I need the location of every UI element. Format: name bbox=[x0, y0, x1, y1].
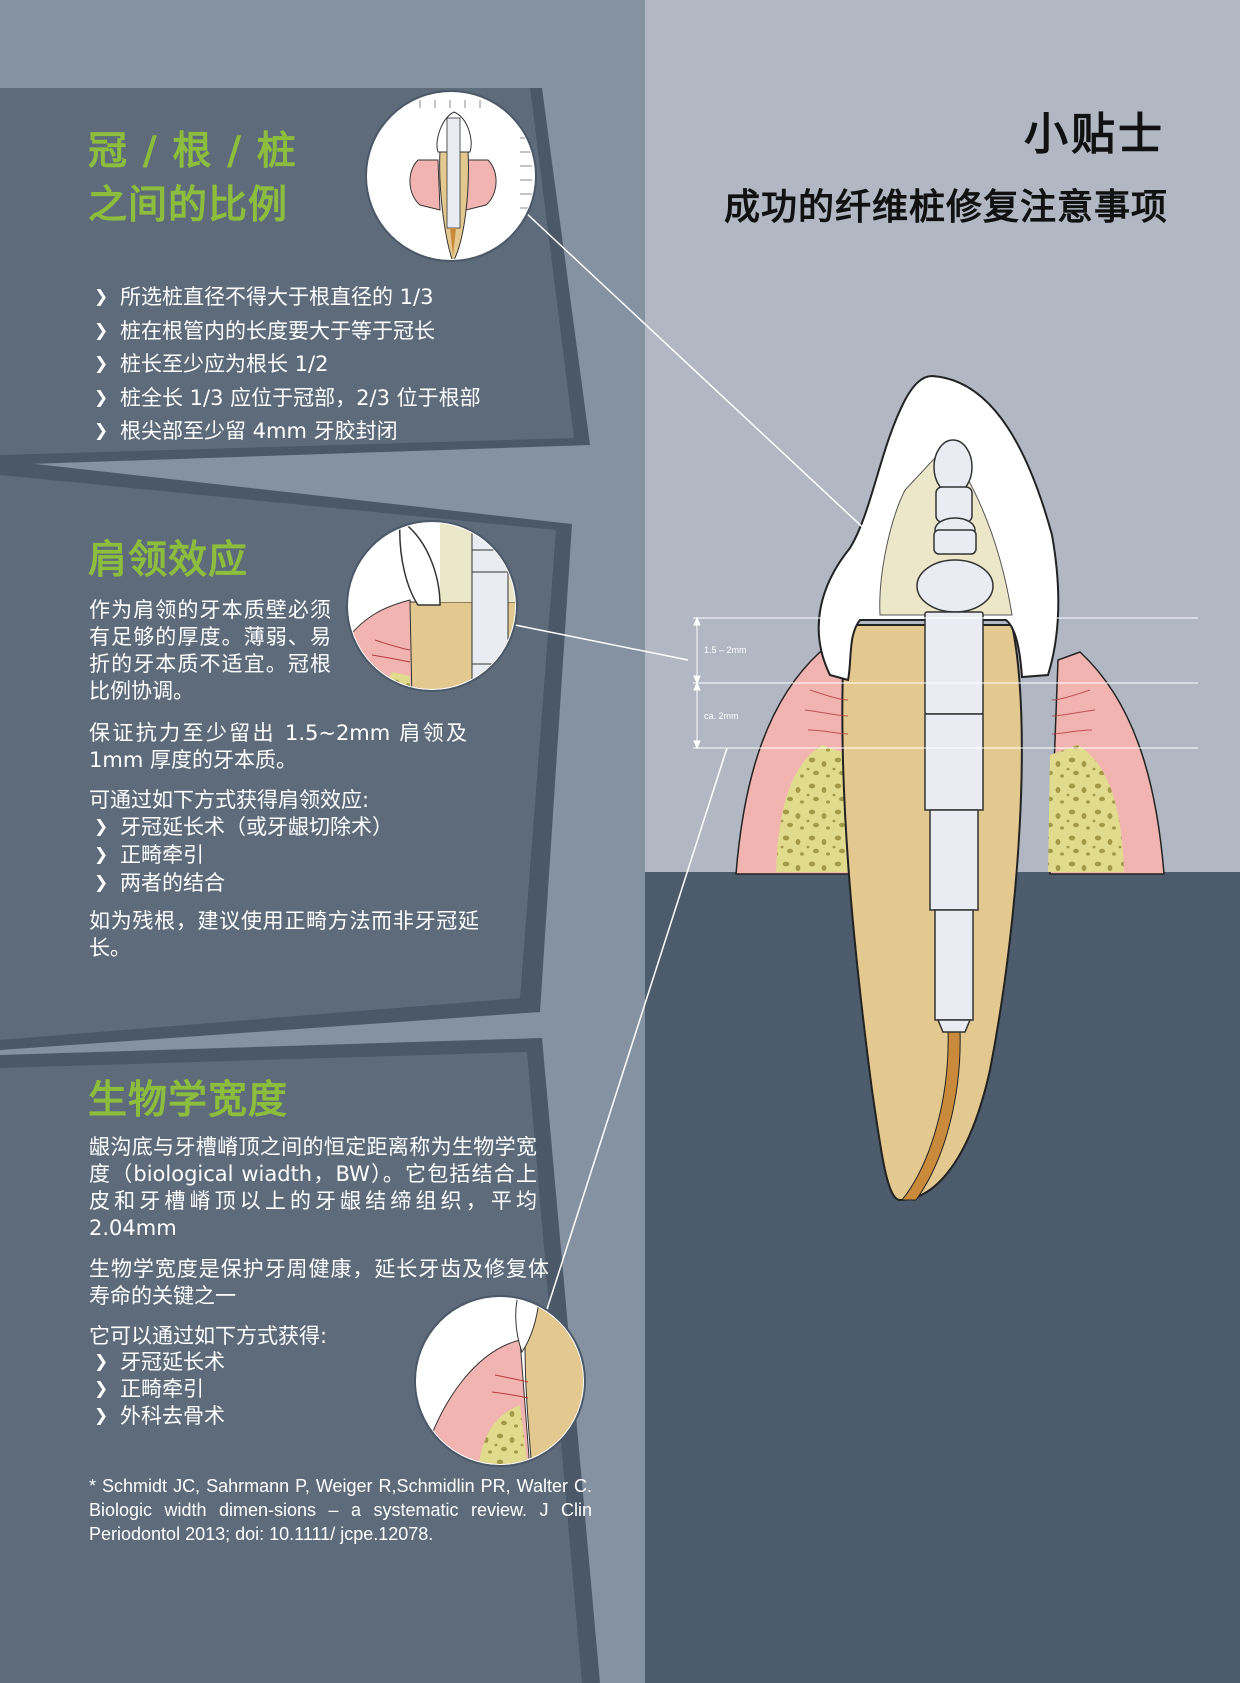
leader-lines bbox=[514, 211, 873, 1329]
list-item: 桩长至少应为根长 1/2 bbox=[90, 348, 570, 382]
list-item: 外科去骨术 bbox=[90, 1403, 390, 1430]
list-item: 牙冠延长术（或牙龈切除术） bbox=[90, 813, 530, 841]
section-1-heading: 冠 / 根 / 桩 之间的比例 bbox=[88, 124, 297, 232]
gingival-fibers bbox=[804, 689, 1096, 735]
section-2-para-2: 保证抗力至少留出 1.5~2mm 肩领及 1mm 厚度的牙本质。 bbox=[89, 721, 467, 772]
dimension-label-collar: 1.5 – 2mm bbox=[704, 645, 747, 655]
list-item: 桩全长 1/3 应位于冠部，2/3 位于根部 bbox=[90, 382, 570, 416]
section-3-list: 牙冠延长术 正畸牵引 外科去骨术 bbox=[90, 1349, 390, 1430]
page-subtitle: 成功的纤维桩修复注意事项 bbox=[723, 187, 1168, 228]
list-item: 正畸牵引 bbox=[90, 1376, 390, 1403]
list-item: 正畸牵引 bbox=[90, 841, 530, 869]
main-tooth-illustration bbox=[735, 374, 1165, 1202]
section-3-heading: 生物学宽度 bbox=[88, 1077, 289, 1123]
bone-right bbox=[1048, 745, 1124, 872]
list-item: 根尖部至少留 4mm 牙胶封闭 bbox=[90, 415, 570, 449]
fiber-post bbox=[916, 439, 994, 1033]
section-2-heading: 肩领效应 bbox=[88, 537, 249, 583]
list-item: 所选桩直径不得大于根直径的 1/3 bbox=[90, 281, 570, 315]
list-item: 两者的结合 bbox=[90, 869, 530, 897]
dimension-label-biologic-width: ca. 2mm bbox=[704, 711, 739, 721]
list-item: 桩在根管内的长度要大于等于冠长 bbox=[90, 315, 570, 349]
page-title: 小贴士 bbox=[1024, 109, 1165, 160]
gutta-percha bbox=[900, 1029, 961, 1201]
section-3-para-1: 龈沟底与牙槽嵴顶之间的恒定距离称为生物学宽度（biological wiadth… bbox=[89, 1135, 537, 1240]
bone-left bbox=[776, 745, 852, 872]
section-1-list: 所选桩直径不得大于根直径的 1/3 桩在根管内的长度要大于等于冠长 桩长至少应为… bbox=[90, 281, 570, 449]
section-2-para-4: 如为残根，建议使用正畸方法而非牙冠延长。 bbox=[89, 909, 479, 960]
section-2-para-3: 可通过如下方式获得肩领效应: bbox=[89, 788, 370, 812]
dimension-lines bbox=[693, 616, 1198, 750]
list-item: 牙冠延长术 bbox=[90, 1349, 390, 1376]
section-2-list: 牙冠延长术（或牙龈切除术） 正畸牵引 两者的结合 bbox=[90, 813, 530, 897]
section-2-para-1: 作为肩领的牙本质壁必须有足够的厚度。薄弱、易折的牙本质不适宜。冠根比例协调。 bbox=[89, 598, 331, 703]
section-3-para-2: 生物学宽度是保护牙周健康，延长牙齿及修复体寿命的关键之一 bbox=[89, 1257, 549, 1308]
section-1-heading-line-1: 冠 / 根 / 桩 bbox=[88, 128, 297, 174]
section-1-heading-line-2: 之间的比例 bbox=[88, 182, 289, 228]
section-3-para-3: 它可以通过如下方式获得: bbox=[89, 1324, 328, 1348]
section-3-reference: * Schmidt JC, Sahrmann P, Weiger R,Schmi… bbox=[89, 1476, 592, 1544]
